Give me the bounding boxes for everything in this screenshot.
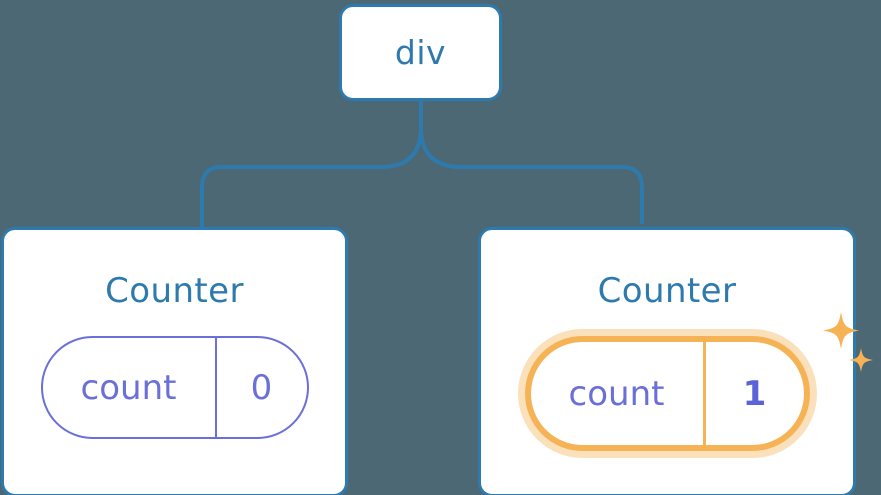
state-value-right: 1 (702, 342, 804, 445)
state-key-left: count (80, 367, 177, 408)
state-pill-left[interactable]: count 0 (40, 336, 309, 439)
state-value-left: 0 (214, 338, 307, 437)
state-pill-right[interactable]: count 1 (524, 336, 810, 451)
state-pill-wrap-right: count 1 (524, 312, 873, 451)
node-root-label: div (394, 33, 447, 72)
node-counter-left-label: Counter (105, 271, 244, 311)
node-root-div[interactable]: div (339, 4, 502, 101)
node-counter-right[interactable]: Counter count 1 (478, 227, 873, 495)
sparkle-large-icon (822, 312, 859, 349)
state-key-right: count (568, 373, 665, 414)
sparkle-small-icon (848, 348, 873, 372)
node-counter-left[interactable]: Counter count 0 (1, 227, 348, 495)
connector-right (419, 100, 644, 224)
sparkle-group (822, 312, 873, 372)
node-counter-right-label: Counter (597, 271, 737, 311)
connector-left (200, 100, 423, 228)
state-pill-wrap-left: count 0 (40, 336, 309, 439)
